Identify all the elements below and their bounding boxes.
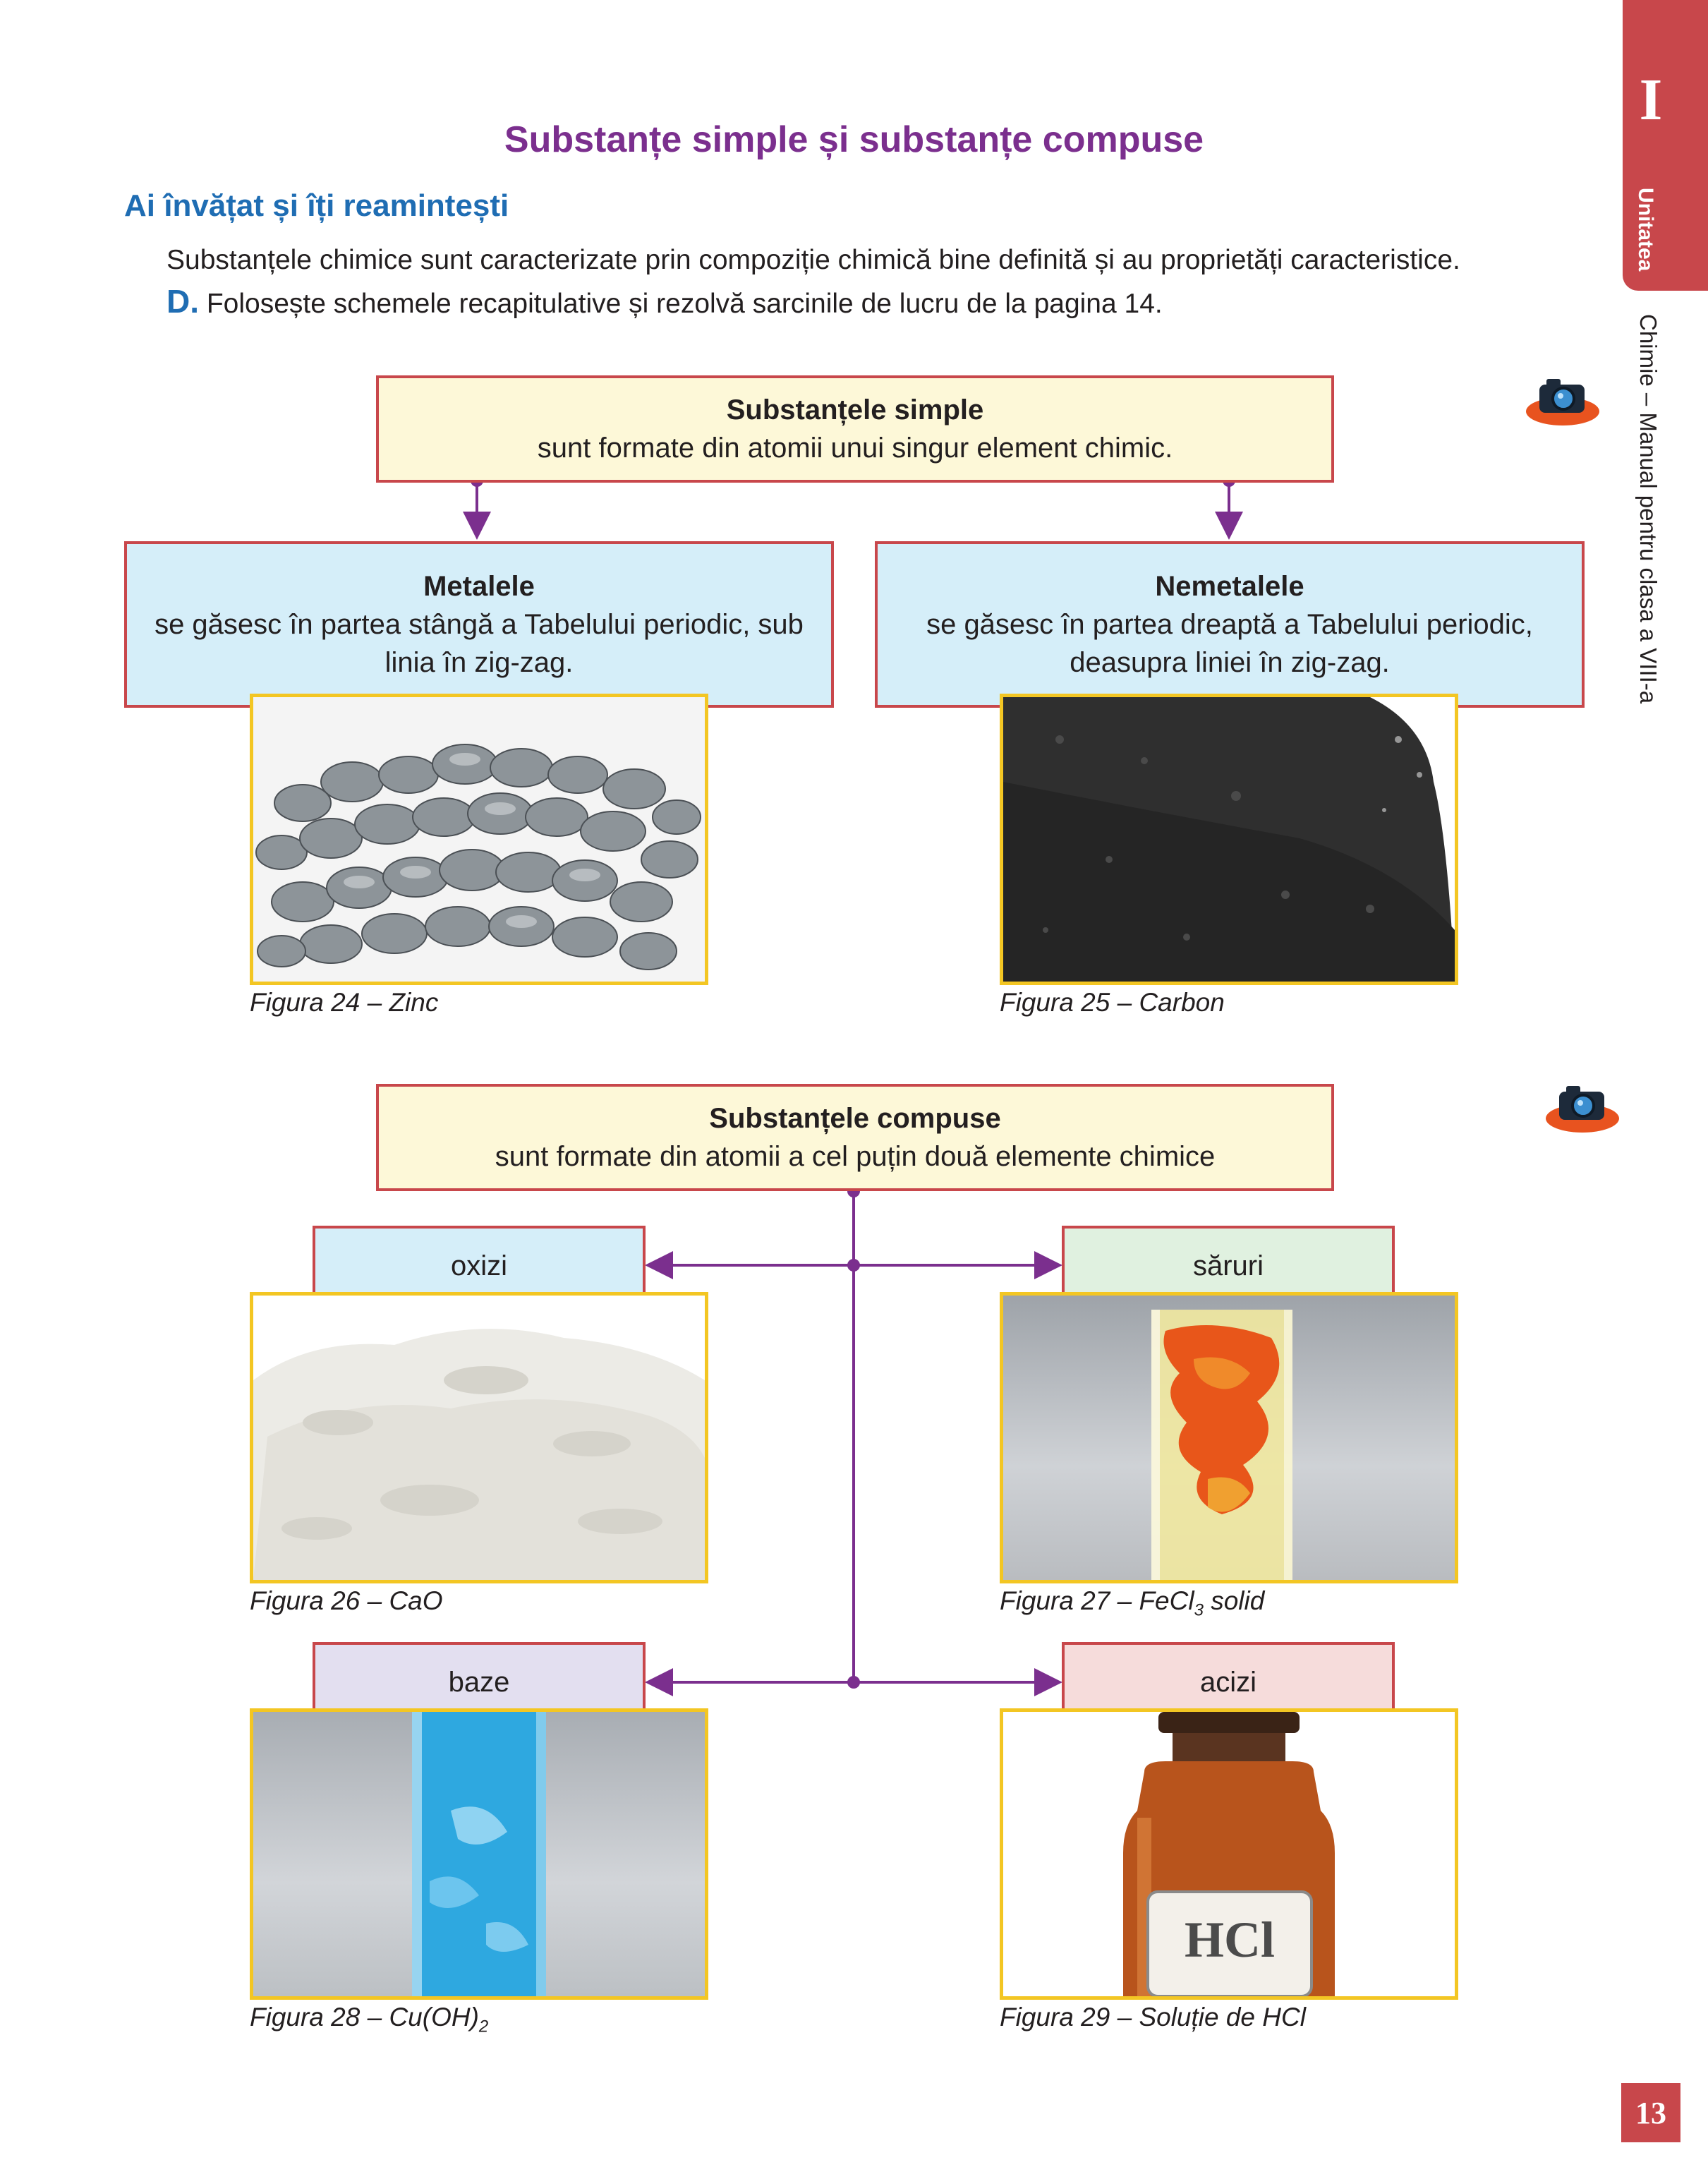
simple-substances-box: Substanțele simple sunt formate din atom… [376, 375, 1334, 483]
task-letter: D. [166, 283, 199, 320]
simple-text: sunt formate din atomii unui singur elem… [537, 433, 1173, 464]
page-heading: Substanțe simple și substanțe compuse [504, 119, 1204, 160]
fig28-caption: Figura 28 – Cu(OH)2 [250, 2003, 488, 2036]
carbon-photo [1000, 694, 1458, 985]
acids-label: acizi [1199, 1667, 1257, 1698]
cuoh2-photo [250, 1708, 708, 2000]
task-line: D. Folosește schemele recapitulative și … [166, 281, 1163, 325]
nonmetals-text: se găsesc în partea dreaptă a Tabelului … [926, 609, 1533, 678]
intro-text: Substanțele chimice sunt caracterizate p… [166, 245, 1460, 275]
fig27-caption-main: Figura 27 – FeCl [1000, 1586, 1194, 1615]
connector-dot [847, 1676, 860, 1689]
fig28-caption-main: Figura 28 – Cu(OH) [250, 2003, 479, 2032]
bottle-label: HCl [1184, 1912, 1275, 1968]
fecl3-photo [1000, 1292, 1458, 1583]
compound-substances-box: Substanțele compuse sunt formate din ato… [376, 1084, 1334, 1191]
section-heading: Ai învățat și îți reamintești [124, 188, 509, 223]
oxides-label: oxizi [450, 1250, 508, 1281]
fig27-caption-subscript: 3 [1194, 1600, 1204, 1620]
camera-icon[interactable] [1524, 370, 1601, 427]
connector-dot [847, 1259, 860, 1272]
hcl-photo: HCl [1000, 1708, 1458, 2000]
camera-icon[interactable] [1544, 1078, 1621, 1134]
fig26-caption: Figura 26 – CaO [250, 1586, 443, 1615]
zinc-photo [250, 694, 708, 985]
unit-tab [1623, 0, 1708, 291]
fig29-caption: Figura 29 – Soluție de HCl [1000, 2003, 1306, 2032]
fig24-caption: Figura 24 – Zinc [250, 988, 439, 1017]
metals-box: Metalele se găsesc în partea stângă a Ta… [124, 541, 834, 708]
cao-photo [250, 1292, 708, 1583]
fig25-caption: Figura 25 – Carbon [1000, 988, 1225, 1017]
simple-title: Substanțele simple [726, 394, 984, 425]
bases-label: baze [448, 1667, 510, 1698]
metals-text: se găsesc în partea stângă a Tabelului p… [155, 609, 804, 678]
fig27-caption-end: solid [1203, 1586, 1265, 1615]
metals-title: Metalele [423, 571, 535, 602]
compound-text: sunt formate din atomii a cel puțin două… [495, 1141, 1216, 1172]
page-number: 13 [1621, 2083, 1680, 2142]
task-text: Folosește schemele recapitulative și rez… [206, 289, 1163, 319]
compound-title: Substanțele compuse [709, 1103, 1001, 1134]
nonmetals-title: Nemetalele [1155, 571, 1304, 602]
nonmetals-box: Nemetalele se găsesc în partea dreaptă a… [875, 541, 1585, 708]
unit-label: Unitatea [1634, 187, 1657, 272]
fig28-caption-subscript: 2 [478, 2017, 489, 2036]
unit-number: I [1639, 67, 1663, 133]
salts-label: săruri [1192, 1250, 1264, 1281]
fig27-caption: Figura 27 – FeCl3 solid [1000, 1586, 1264, 1620]
book-title: Chimie – Manual pentru clasa a VIII-a [1635, 314, 1661, 704]
